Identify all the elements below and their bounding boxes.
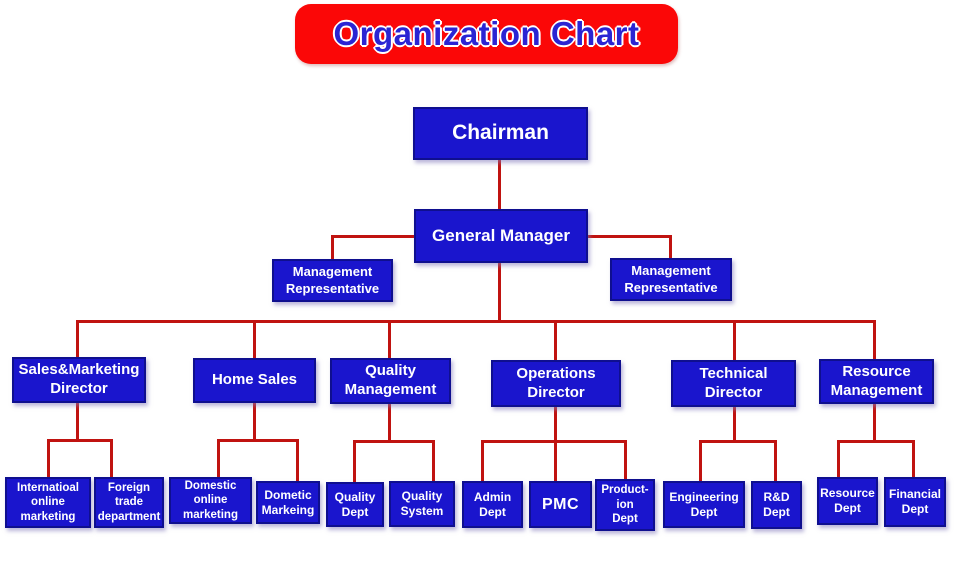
connector-line xyxy=(481,440,484,482)
node-label: Quality System xyxy=(400,489,444,518)
node-pmc: PMC xyxy=(529,481,592,528)
node-label: Home Sales xyxy=(211,371,298,389)
connector-line xyxy=(837,440,915,443)
connector-line xyxy=(76,402,79,442)
node-home-sales: Home Sales xyxy=(193,358,316,403)
connector-line xyxy=(699,440,702,482)
node-label: Domestic online marketing xyxy=(183,479,238,521)
connector-line xyxy=(76,320,876,323)
node-management-representative-right: Management Representative xyxy=(610,258,732,301)
node-general-manager: General Manager xyxy=(414,209,588,263)
connector-line xyxy=(331,235,415,238)
connector-line xyxy=(76,320,79,358)
connector-line xyxy=(624,440,627,480)
connector-line xyxy=(733,320,736,361)
connector-line xyxy=(110,439,113,478)
connector-line xyxy=(774,440,777,482)
connector-line xyxy=(253,402,256,442)
node-label: R&D Dept xyxy=(763,490,790,519)
connector-line xyxy=(481,440,627,443)
node-label: Dometic Markeing xyxy=(261,487,315,517)
node-label: Product- ion Dept xyxy=(601,484,649,526)
node-domestic-online-marketing: Domestic online marketing xyxy=(169,477,252,524)
connector-line xyxy=(554,320,557,361)
node-label: Internatioal online marketing xyxy=(17,481,79,523)
connector-line xyxy=(253,320,256,359)
connector-line xyxy=(353,440,435,443)
node-label: Operations Director xyxy=(516,364,596,401)
node-rd-dept: R&D Dept xyxy=(751,481,802,529)
connector-line xyxy=(217,439,299,442)
connector-line xyxy=(873,403,876,442)
node-operations-director: Operations Director xyxy=(491,360,621,407)
node-label: Management Representative xyxy=(285,264,380,296)
node-label: Resource Dept xyxy=(820,486,875,515)
title-banner: Organization Chart xyxy=(295,4,678,64)
node-international-online-marketing: Internatioal online marketing xyxy=(5,477,91,528)
node-sales-marketing-director: Sales&Marketing Director xyxy=(12,357,146,403)
connector-line xyxy=(353,440,356,483)
node-label: Financial Dept xyxy=(888,487,941,516)
node-label: Quality Management xyxy=(344,362,437,398)
connector-line xyxy=(733,406,736,442)
node-management-representative-left: Management Representative xyxy=(272,259,393,302)
node-label: Technical Director xyxy=(699,364,768,401)
node-domestic-marketing: Dometic Markeing xyxy=(256,481,320,524)
node-quality-management: Quality Management xyxy=(330,358,451,404)
node-label: PMC xyxy=(541,495,580,513)
node-label: Foreign trade department xyxy=(97,481,161,523)
node-production-dept: Product- ion Dept xyxy=(595,479,655,531)
node-label: Chairman xyxy=(452,121,549,145)
node-resource-dept: Resource Dept xyxy=(817,477,878,525)
node-label: Admin Dept xyxy=(473,489,512,519)
connector-line xyxy=(388,403,391,443)
connector-line xyxy=(498,158,501,210)
connector-line xyxy=(47,439,50,478)
node-engineering-dept: Engineering Dept xyxy=(663,481,745,528)
node-financial-dept: Financial Dept xyxy=(884,477,946,527)
connector-line xyxy=(217,439,220,478)
node-foreign-trade-department: Foreign trade department xyxy=(94,477,164,528)
node-quality-system: Quality System xyxy=(389,481,455,527)
connector-line xyxy=(837,440,840,478)
node-chairman: Chairman xyxy=(413,107,588,160)
connector-line xyxy=(699,440,777,443)
node-label: Management Representative xyxy=(624,263,718,295)
node-technical-director: Technical Director xyxy=(671,360,796,407)
node-label: Engineering Dept xyxy=(669,489,739,519)
connector-line xyxy=(587,235,671,238)
connector-line xyxy=(432,440,435,482)
page-title: Organization Chart xyxy=(333,15,640,52)
connector-line xyxy=(388,320,391,359)
node-admin-dept: Admin Dept xyxy=(462,481,523,528)
connector-line xyxy=(47,439,113,442)
node-resource-management: Resource Management xyxy=(819,359,934,404)
connector-line xyxy=(554,406,557,482)
connector-line xyxy=(669,235,672,259)
connector-line xyxy=(912,440,915,478)
connector-line xyxy=(331,235,334,260)
node-label: Sales&Marketing Director xyxy=(18,361,140,397)
node-label: Quality Dept xyxy=(334,489,376,519)
node-quality-dept: Quality Dept xyxy=(326,482,384,527)
node-label: General Manager xyxy=(432,226,570,246)
connector-line xyxy=(296,439,299,482)
connector-line xyxy=(873,320,876,360)
node-label: Resource Management xyxy=(830,362,923,399)
connector-line xyxy=(498,262,501,322)
